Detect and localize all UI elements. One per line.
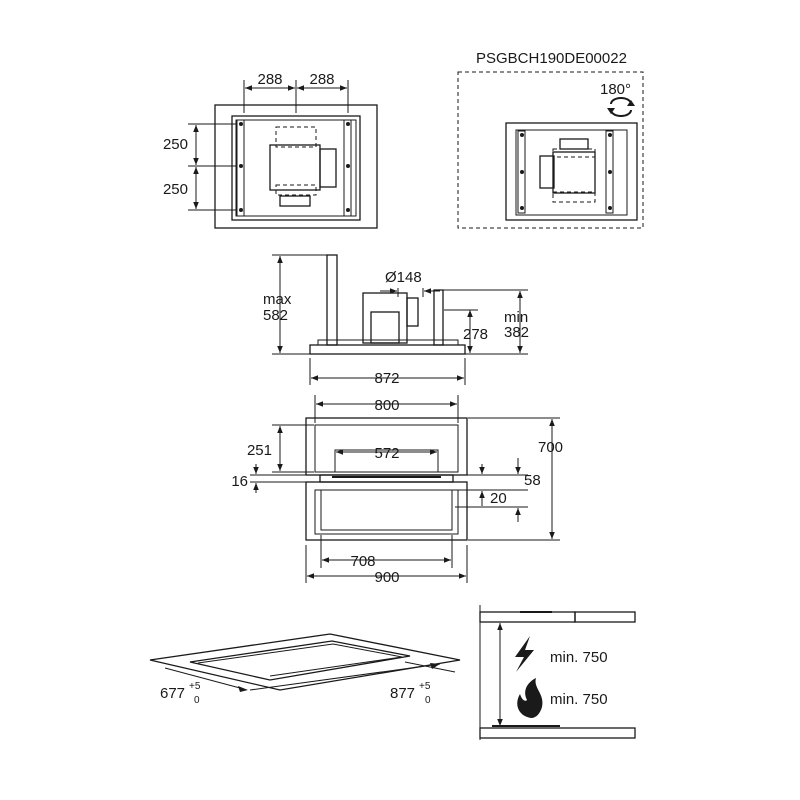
worktop-surface [149,633,461,691]
cutout-depth-tol-lower: 0 [194,695,200,706]
dim-872: 872 [374,370,399,387]
dim-288-right: 288 [309,71,334,88]
chimney-column [326,254,338,346]
mounting-rail-right [343,119,352,217]
dim-251: 251 [247,442,272,459]
front-view: 800 700 251 572 16 58 20 708 [231,395,563,586]
cutout-opening [189,640,411,681]
cutout-depth-tol-upper: +5 [189,681,201,692]
rotate-icon [607,97,635,117]
rotated-view-frame [457,71,644,229]
dim-250-top: 250 [163,136,188,153]
min-value: 382 [504,324,529,341]
motor-housing [269,144,321,191]
hood-lower-body [305,481,468,541]
dim-278: 278 [463,326,488,343]
max-value: 582 [263,307,288,324]
rotated-view: PSGBCH190DE00022 180° [457,50,644,229]
clearance-electric: min. 750 [550,649,608,666]
clearance-diagram: min. 750 min. 750 [479,605,636,740]
electric-hob-icon [515,636,534,672]
hood-base [309,344,466,355]
dim-20: 20 [490,490,507,507]
hood-frame-outer [231,115,361,221]
dim-572: 572 [374,445,399,462]
dim-58: 58 [524,472,541,489]
top-view: 288 288 250 250 [163,71,378,229]
hood-underside [479,611,576,623]
motor-unit [362,292,408,344]
dim-700: 700 [538,439,563,456]
telescopic-tube [433,289,444,346]
cutout-width-tol-lower: 0 [425,695,431,706]
cutout-width: 877 [390,685,415,702]
rotated-frame-outer [505,122,638,221]
min-label: min [504,309,528,326]
dim-288-left: 288 [257,71,282,88]
dim-16: 16 [231,473,248,490]
cutout-depth: 677 [160,685,185,702]
worktop-cutout: 677 +5 0 877 +5 0 [149,633,461,706]
worktop-section [479,727,636,739]
mounting-rail-left [236,119,245,217]
dim-250-bottom: 250 [163,181,188,198]
side-view: Ø148 max 582 min 382 278 872 [263,254,529,387]
clearance-gas: min. 750 [550,691,608,708]
dim-800: 800 [374,397,399,414]
dim-708: 708 [350,553,375,570]
dim-900: 900 [374,569,399,586]
gas-flame-icon [517,678,543,718]
max-label: max [263,291,292,308]
diameter-label: Ø148 [385,269,422,286]
rotation-label: 180° [600,81,631,98]
model-code: PSGBCH190DE00022 [476,50,627,67]
cutout-width-tol-upper: +5 [419,681,431,692]
